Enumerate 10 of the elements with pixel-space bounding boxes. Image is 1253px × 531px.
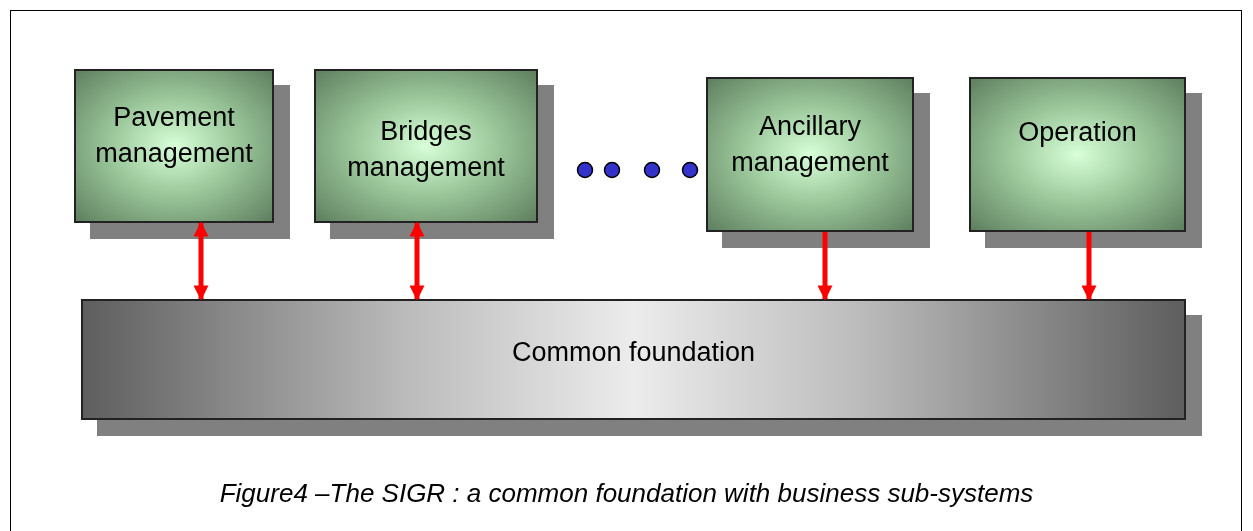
- arrow: [817, 232, 833, 301]
- node-label: Ancillary management: [730, 109, 890, 179]
- figure-caption: Figure4 –The SIGR : a common foundation with business sub-systems: [219, 478, 1034, 508]
- node-label: Bridges management: [346, 115, 506, 184]
- node-label: Operation: [1018, 115, 1137, 149]
- arrow: [1081, 232, 1097, 301]
- node-label: Pavement management: [94, 101, 254, 170]
- arrow: [409, 221, 425, 301]
- arrow: [193, 221, 209, 301]
- node-label: Common foundation: [511, 335, 756, 369]
